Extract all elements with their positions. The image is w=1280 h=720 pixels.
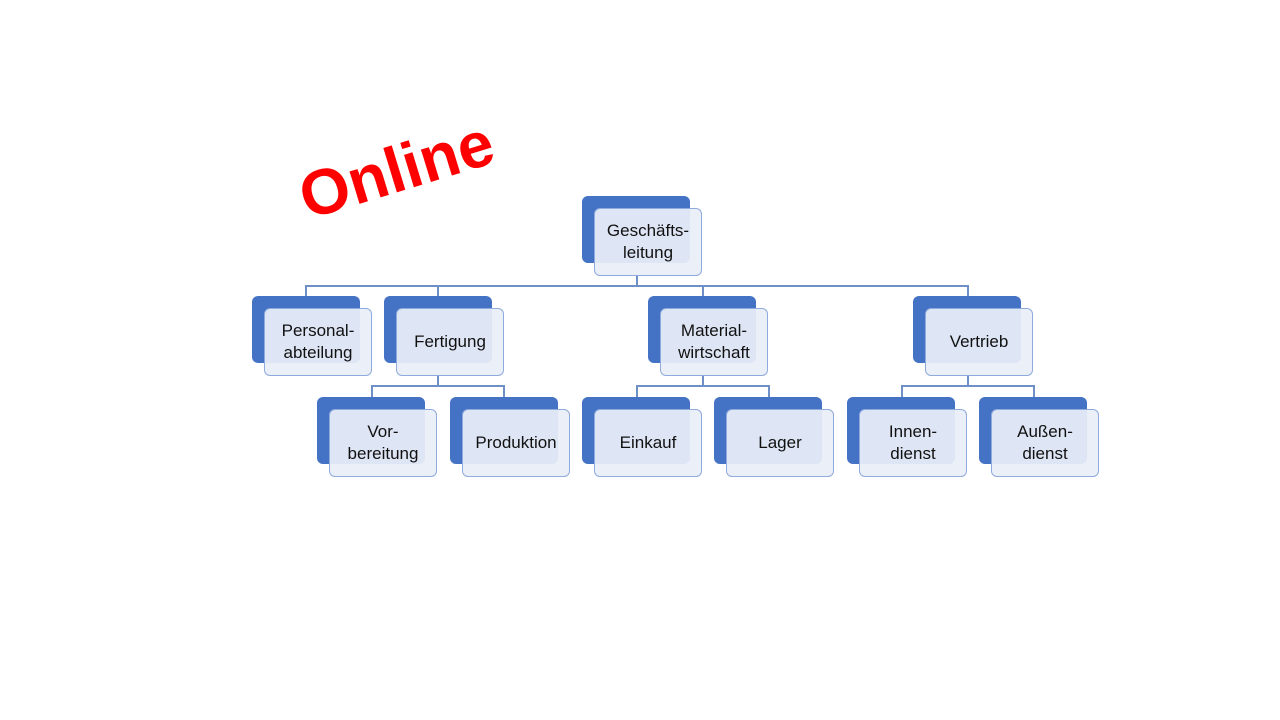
node-produktion: Produktion bbox=[450, 397, 570, 477]
connector bbox=[305, 285, 307, 296]
node-vertrieb: Vertrieb bbox=[913, 296, 1033, 376]
connector bbox=[967, 285, 969, 296]
connector bbox=[305, 285, 968, 287]
connector bbox=[371, 385, 505, 387]
connector bbox=[702, 285, 704, 296]
node-lager: Lager bbox=[714, 397, 834, 477]
node-personalabteilung: Personal- abteilung bbox=[252, 296, 372, 376]
connector bbox=[768, 385, 770, 397]
connector bbox=[371, 385, 373, 397]
connector bbox=[636, 385, 769, 387]
connector bbox=[636, 276, 638, 286]
connector bbox=[702, 375, 704, 386]
node-aussendienst: Außen- dienst bbox=[979, 397, 1099, 477]
node-materialwirtschaft: Material- wirtschaft bbox=[648, 296, 768, 376]
node-innendienst: Innen- dienst bbox=[847, 397, 967, 477]
connector bbox=[437, 285, 439, 296]
connector bbox=[967, 375, 969, 386]
connector bbox=[437, 375, 439, 386]
node-vorbereitung: Vor- bereitung bbox=[317, 397, 437, 477]
connector bbox=[901, 385, 1034, 387]
connector bbox=[636, 385, 638, 397]
online-label: Online bbox=[290, 105, 503, 234]
connector bbox=[901, 385, 903, 397]
connector bbox=[503, 385, 505, 397]
node-einkauf: Einkauf bbox=[582, 397, 702, 477]
node-fertigung: Fertigung bbox=[384, 296, 504, 376]
node-geschaeftsleitung: Geschäfts- leitung bbox=[582, 196, 702, 276]
connector bbox=[1033, 385, 1035, 397]
